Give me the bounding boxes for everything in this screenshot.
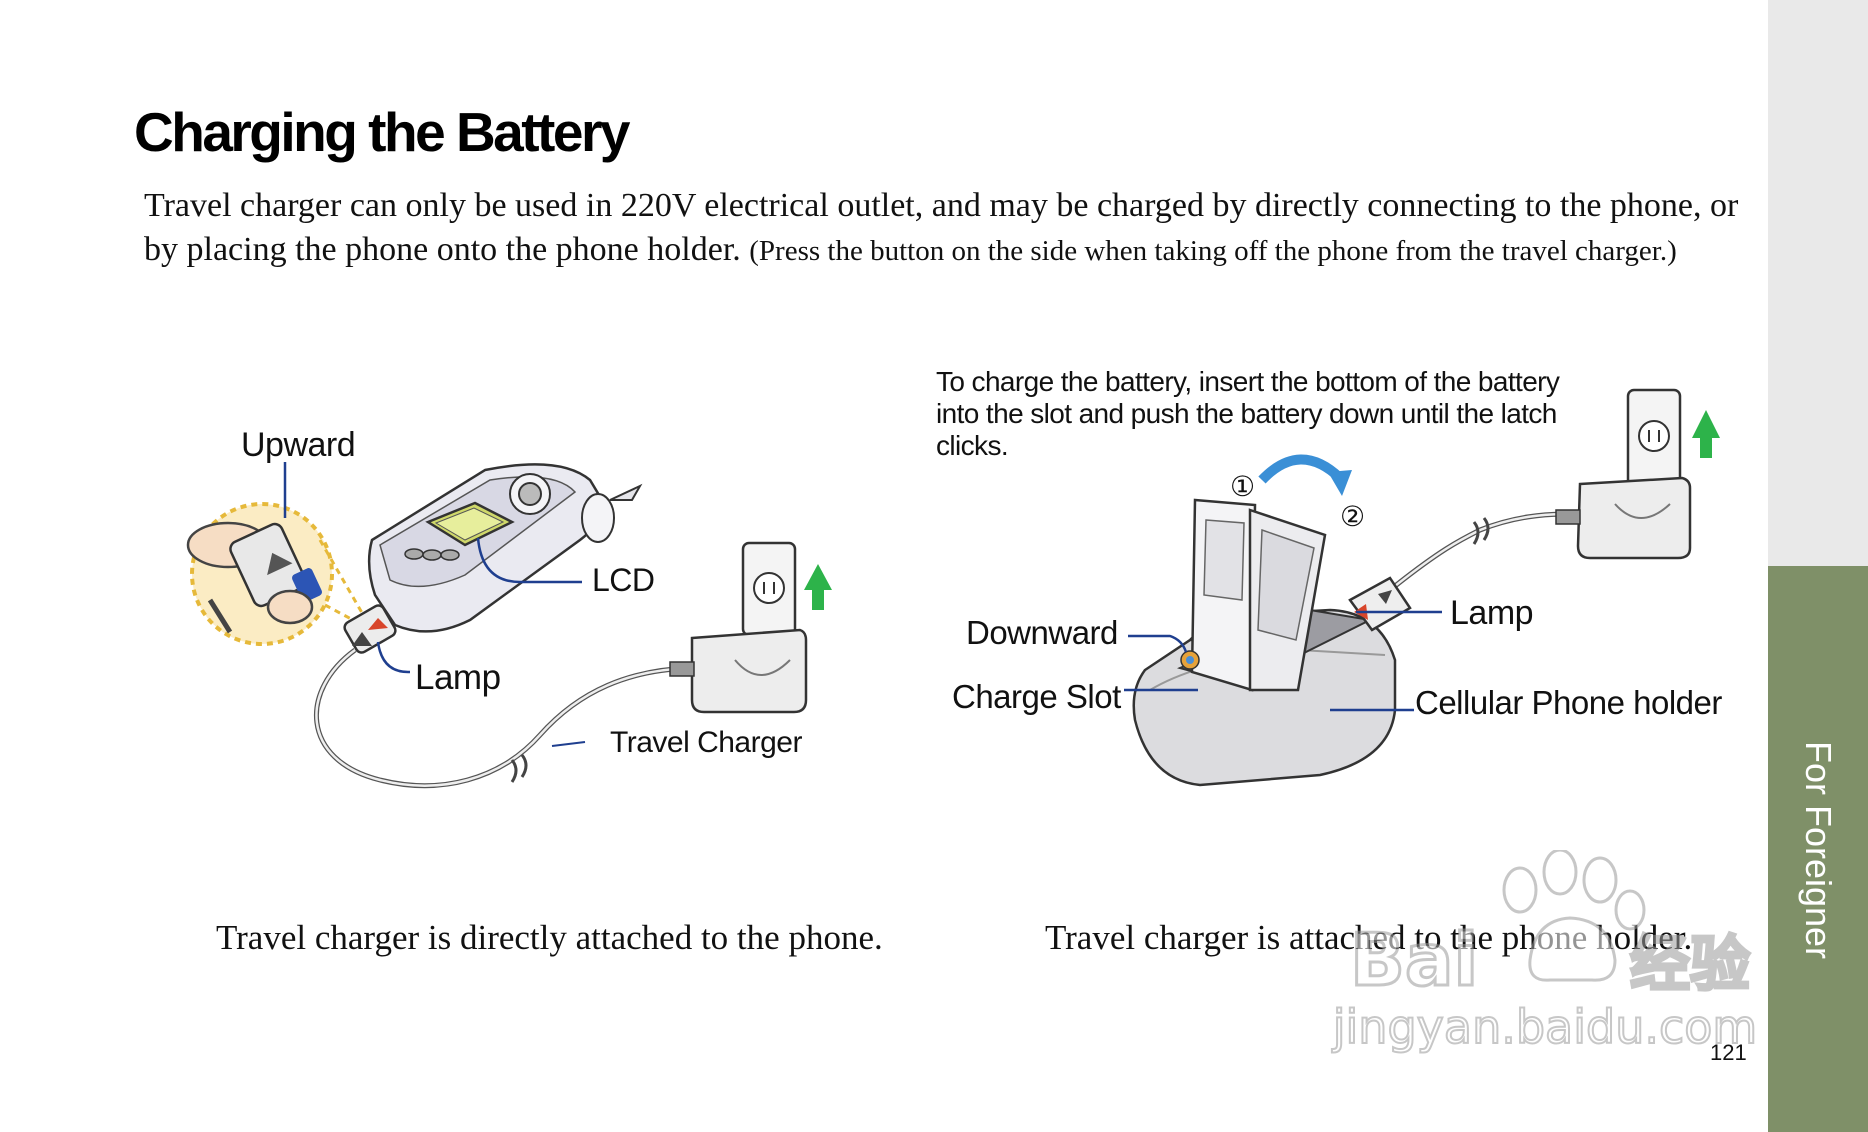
step-1-marker: ①: [1230, 470, 1255, 503]
label-lamp-left: Lamp: [415, 658, 501, 698]
caption-right: Travel charger is attached to the phone …: [1045, 918, 1692, 958]
holder-cable: [1390, 514, 1580, 590]
label-lcd: LCD: [592, 562, 655, 599]
label-upward: Upward: [241, 426, 355, 465]
holder-upward-arrow-icon: [1692, 410, 1720, 458]
intro-note: (Press the button on the side when takin…: [749, 235, 1677, 267]
step-2-marker: ②: [1340, 500, 1365, 533]
label-charge-slot: Charge Slot: [952, 678, 1121, 716]
holder-charging-illustration: [940, 380, 1760, 800]
intro-paragraph: Travel charger can only be used in 220V …: [144, 184, 1754, 273]
page-title: Charging the Battery: [134, 100, 628, 164]
label-downward: Downward: [966, 614, 1118, 652]
upward-arrow-icon: [804, 564, 832, 610]
caption-left: Travel charger is directly attached to t…: [216, 918, 883, 958]
insert-arrow-icon: [1262, 459, 1340, 480]
label-travel-charger: Travel Charger: [610, 726, 802, 760]
watermark-text: jingyan.baidu.com: [1330, 1000, 1760, 1054]
page-number: 121: [1710, 1040, 1747, 1066]
sidebar-background: [1768, 0, 1868, 566]
sidebar-label: For Foreigner: [1797, 741, 1839, 959]
label-phone-holder: Cellular Phone holder: [1415, 684, 1722, 722]
label-lamp-right: Lamp: [1450, 594, 1533, 633]
